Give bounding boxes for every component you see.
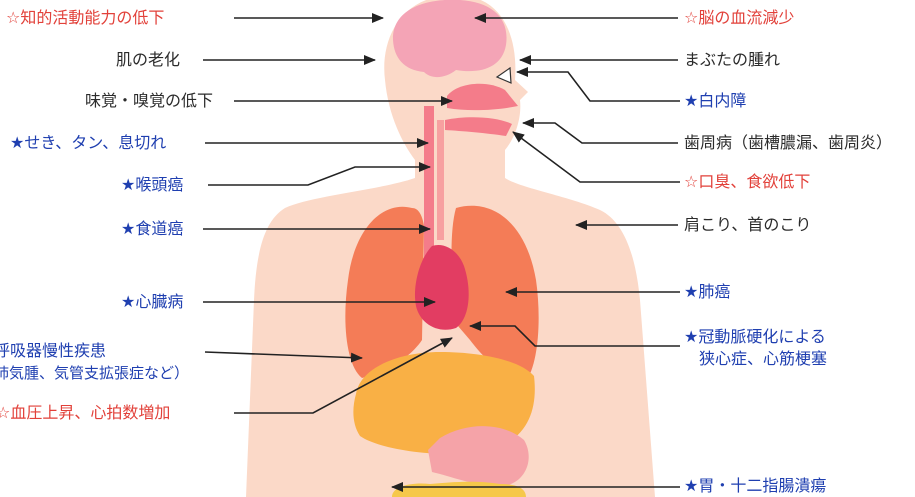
- label-cataract: ★白内障: [684, 91, 746, 111]
- label-copd-line1: 呼吸器慢性疾患: [0, 340, 189, 362]
- label-bad-breath: ☆口臭、食欲低下: [684, 172, 810, 192]
- label-heart-disease: ★心臓病: [121, 292, 183, 312]
- label-blood-pressure: ☆血圧上昇、心拍数増加: [0, 403, 170, 423]
- label-brain-blood-flow: ☆脳の血流減少: [684, 8, 794, 28]
- label-skin-aging: 肌の老化: [116, 50, 180, 70]
- label-taste-smell-decline: 味覚・嗅覚の低下: [85, 91, 213, 111]
- brain: [393, 0, 507, 77]
- leader-breath: [513, 132, 680, 182]
- label-larynx-cancer: ★喉頭癌: [121, 175, 183, 195]
- label-coronary-sclerosis: ★冠動脈硬化による 狭心症、心筋梗塞: [684, 326, 827, 370]
- label-shoulder-stiffness: 肩こり、首のこり: [684, 215, 811, 235]
- leader-cataract: [517, 72, 680, 101]
- label-coronary-line2: 狭心症、心筋梗塞: [684, 348, 827, 370]
- label-copd-line2: 肺気腫、気管支拡張症など）: [0, 362, 189, 384]
- label-ulcer: ★胃・十二指腸潰瘍: [684, 476, 826, 496]
- esophagus: [424, 106, 434, 258]
- label-lung-cancer: ★肺癌: [684, 282, 730, 302]
- label-eyelid-swelling: まぶたの腫れ: [684, 50, 780, 70]
- label-coronary-line1: ★冠動脈硬化による: [684, 326, 827, 348]
- label-cough-phlegm: ★せき、タン、息切れ: [10, 133, 166, 153]
- leader-periodontal: [523, 123, 678, 143]
- trachea: [437, 120, 444, 240]
- label-cognitive-decline: ☆知的活動能力の低下: [6, 8, 164, 28]
- leader-larynx-cancer: [208, 167, 430, 185]
- label-esophagus-cancer: ★食道癌: [121, 219, 183, 239]
- label-chronic-respiratory: 呼吸器慢性疾患 肺気腫、気管支拡張症など）: [0, 340, 189, 384]
- label-periodontal-disease: 歯周病（歯槽膿漏、歯周炎）: [684, 133, 892, 153]
